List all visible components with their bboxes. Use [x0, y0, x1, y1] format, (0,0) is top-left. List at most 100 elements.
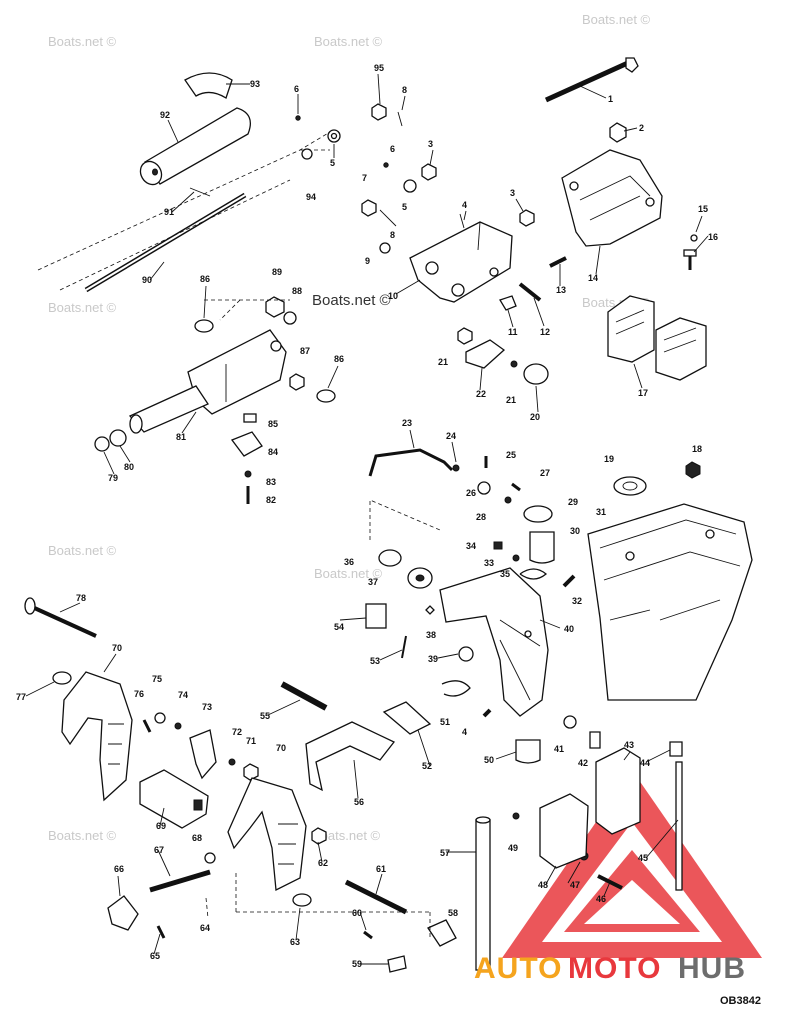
tube-part-57 — [475, 819, 491, 971]
bushing-part-5 — [403, 179, 417, 193]
nut-part-62 — [311, 827, 327, 845]
label-7: 7 — [362, 173, 367, 183]
label-8: 8 — [390, 230, 395, 240]
label-82: 82 — [266, 495, 276, 505]
nut-part-83 — [244, 470, 252, 478]
label-54: 54 — [334, 622, 344, 632]
nut-part-72 — [228, 758, 236, 766]
washer-part-26 — [477, 481, 491, 495]
label-30: 30 — [570, 526, 580, 536]
watermark: Boats.net © — [48, 34, 117, 49]
label-31: 31 — [596, 507, 606, 517]
label-39: 39 — [428, 654, 438, 664]
bolt-part-78 — [29, 604, 97, 638]
label-6: 6 — [294, 84, 299, 94]
nut-part-74 — [174, 722, 182, 730]
cover-part-43 — [595, 747, 641, 835]
label-60: 60 — [352, 908, 362, 918]
label-3: 3 — [510, 188, 515, 198]
pin-part-13 — [549, 256, 567, 268]
watermark: Boats.net © — [312, 828, 381, 843]
washer-part-86 — [194, 319, 214, 333]
label-43: 43 — [624, 740, 634, 750]
nut-part-3 — [519, 209, 535, 227]
washer-part-63 — [292, 893, 312, 907]
plug-part-44 — [669, 741, 683, 757]
watermarks: Boats.net © Boats.net © Boats.net © Boat… — [48, 12, 651, 843]
nut-part-94 — [301, 148, 313, 160]
nut-part-87 — [289, 373, 305, 391]
label-5: 5 — [402, 202, 407, 212]
nut-part-18 — [685, 461, 701, 479]
label-91: 91 — [164, 207, 174, 217]
label-57: 57 — [440, 848, 450, 858]
part-number-labels: 1 2 3 3 4 4 5 5 6 6 7 8 8 9 10 11 12 13 … — [16, 63, 718, 969]
label-83: 83 — [266, 477, 276, 487]
label-21: 21 — [438, 357, 448, 367]
part-38 — [425, 605, 435, 615]
washer-part-6 — [295, 115, 301, 121]
label-81: 81 — [176, 432, 186, 442]
label-13: 13 — [556, 285, 566, 295]
nut-part-89 — [265, 296, 285, 318]
label-41: 41 — [554, 744, 564, 754]
plate-part-52 — [382, 701, 432, 735]
label-24: 24 — [446, 431, 456, 441]
label-74: 74 — [178, 690, 188, 700]
label-51: 51 — [440, 717, 450, 727]
nut-part-28 — [504, 496, 512, 504]
label-37: 37 — [368, 577, 378, 587]
label-8: 8 — [402, 85, 407, 95]
label-10: 10 — [388, 291, 398, 301]
label-23: 23 — [402, 418, 412, 428]
label-95: 95 — [374, 63, 384, 73]
label-88: 88 — [292, 286, 302, 296]
watermark-center: Boats.net © — [312, 292, 391, 309]
label-53: 53 — [370, 656, 380, 666]
label-56: 56 — [354, 797, 364, 807]
label-70: 70 — [112, 643, 122, 653]
pin-part-60 — [363, 930, 373, 940]
label-32: 32 — [572, 596, 582, 606]
label-71: 71 — [246, 736, 256, 746]
pad-part-69 — [139, 769, 209, 829]
label-79: 79 — [108, 473, 118, 483]
label-18: 18 — [692, 444, 702, 454]
washer-part-77 — [52, 671, 72, 685]
nut-part-9 — [379, 242, 391, 254]
watermark: Boats.net © — [314, 34, 383, 49]
bushing-part-50 — [515, 739, 541, 764]
label-73: 73 — [202, 702, 212, 712]
label-44: 44 — [640, 758, 650, 768]
label-63: 63 — [290, 937, 300, 947]
label-35: 35 — [500, 569, 510, 579]
pin-part-64 — [205, 897, 209, 919]
pad-part-54 — [365, 603, 387, 629]
label-48: 48 — [538, 880, 548, 890]
label-17: 17 — [638, 388, 648, 398]
label-61: 61 — [376, 864, 386, 874]
clamp-part-35 — [519, 568, 548, 580]
pin-part-4 — [459, 213, 465, 229]
label-86: 86 — [334, 354, 344, 364]
label-64: 64 — [200, 923, 210, 933]
washer-part-36 — [378, 549, 402, 567]
grommet-part-19 — [613, 476, 647, 496]
guide-lines — [235, 870, 431, 940]
clip-part-58 — [427, 919, 457, 947]
washer-part-86 — [316, 389, 336, 403]
handle-part-56 — [305, 721, 396, 792]
label-76: 76 — [134, 689, 144, 699]
nut-part-2 — [609, 122, 627, 143]
label-34: 34 — [466, 541, 476, 551]
label-38: 38 — [426, 630, 436, 640]
label-14: 14 — [588, 273, 598, 283]
label-15: 15 — [698, 204, 708, 214]
nut-part-3 — [421, 163, 437, 181]
label-16: 16 — [708, 232, 718, 242]
label-49: 49 — [508, 843, 518, 853]
label-87: 87 — [300, 346, 310, 356]
ring-part-20 — [523, 363, 549, 385]
clip-part-93 — [184, 72, 233, 99]
leader-lines — [25, 73, 709, 965]
